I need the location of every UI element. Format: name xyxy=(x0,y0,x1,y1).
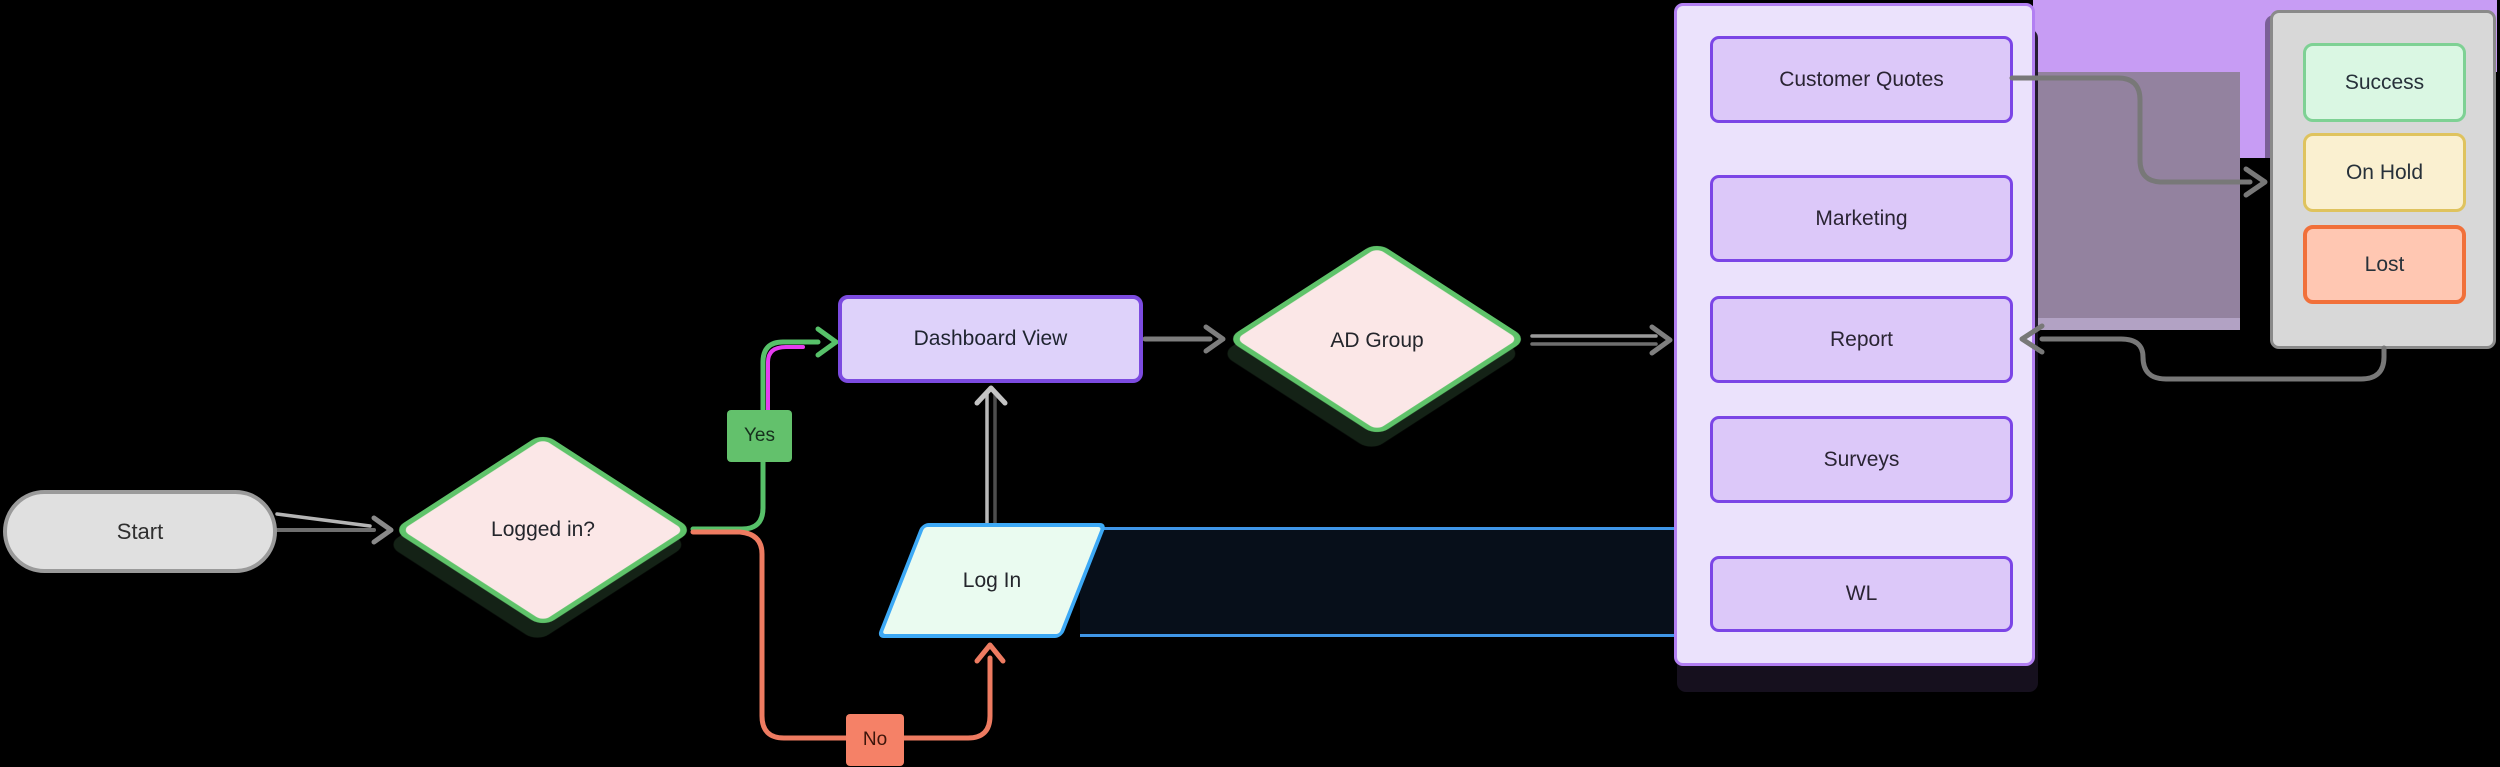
edge-adgroup-to-categories xyxy=(1530,324,1673,356)
outcome-box-onhold[interactable]: On Hold xyxy=(2303,133,2466,212)
start-label: Start xyxy=(116,518,164,544)
edge-outcomes-to-report xyxy=(2019,323,2387,382)
category-box-report[interactable]: Report xyxy=(1710,296,2013,383)
start-node[interactable]: Start xyxy=(3,490,277,573)
categories-container[interactable]: Customer Quotes Marketing Report Surveys… xyxy=(1674,3,2035,666)
outcomes-container[interactable]: Success On Hold Lost xyxy=(2270,10,2496,349)
edge-start-to-loggedin xyxy=(275,512,394,545)
outcome-label: Success xyxy=(2344,70,2425,94)
category-box-wl[interactable]: WL xyxy=(1710,556,2013,632)
no-text: No xyxy=(862,729,888,750)
category-label: Customer Quotes xyxy=(1779,67,1944,91)
yes-edge-label[interactable]: Yes xyxy=(727,410,792,462)
category-label: Surveys xyxy=(1823,447,1900,471)
edge-customerquotes-to-outcomes xyxy=(2009,75,2268,198)
category-label: WL xyxy=(1845,582,1878,605)
edge-login-to-dashboard xyxy=(974,385,1008,525)
category-label: Marketing xyxy=(1815,206,1908,230)
no-edge-label[interactable]: No xyxy=(846,714,904,766)
category-box-customer-quotes[interactable]: Customer Quotes xyxy=(1710,36,2013,123)
category-box-marketing[interactable]: Marketing xyxy=(1710,175,2013,262)
outcome-label: Lost xyxy=(2364,252,2405,276)
login-node[interactable] xyxy=(876,523,1107,638)
loggedin-decision-diamond[interactable] xyxy=(392,432,694,628)
purple-overlay-muted-bottom-strip xyxy=(2035,318,2240,330)
dashboard-view-label: Dashboard View xyxy=(913,327,1068,350)
category-label: Report xyxy=(1829,327,1894,351)
blue-lane-rect[interactable] xyxy=(1080,527,1676,637)
yes-text: Yes xyxy=(744,425,775,446)
outcome-label: On Hold xyxy=(2345,160,2424,184)
edge-magenta-hint xyxy=(766,345,805,415)
category-box-surveys[interactable]: Surveys xyxy=(1710,416,2013,503)
outcome-box-success[interactable]: Success xyxy=(2303,43,2466,122)
dashboard-view-node[interactable]: Dashboard View xyxy=(838,295,1143,383)
edge-dashboard-to-adgroup xyxy=(1142,324,1226,354)
edge-no-to-login xyxy=(690,529,1006,741)
outcome-box-lost[interactable]: Lost xyxy=(2303,225,2466,304)
adgroup-decision-diamond[interactable] xyxy=(1226,241,1528,437)
